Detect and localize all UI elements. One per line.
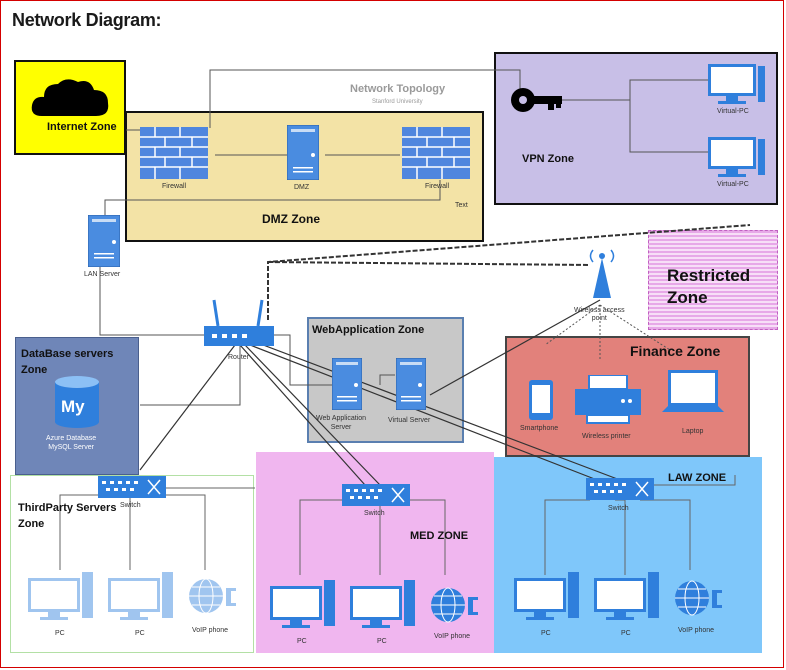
med-pc2-label: PC: [377, 638, 387, 645]
database-label-line1: DataBase servers: [21, 348, 114, 360]
monitor-icon: [708, 137, 765, 177]
key-icon: [511, 88, 562, 112]
pc-icon: [108, 572, 173, 620]
internet-zone-label: Internet Zone: [47, 121, 117, 133]
vpn-pc1-label: Virtual-PC: [717, 108, 749, 115]
pc-icon: [514, 572, 579, 620]
switch-icon: [342, 484, 410, 506]
med-voip-label: VoIP phone: [434, 633, 471, 640]
med-switch-label: Switch: [364, 510, 385, 517]
webapp-zone-label: WebApplication Zone: [312, 324, 425, 336]
restricted-label-line1: Restricted: [667, 266, 751, 285]
dmz-server-label: DMZ: [294, 184, 310, 191]
monitor-icon: [708, 64, 765, 104]
db-label-line2: MySQL Server: [48, 444, 94, 451]
finance-zone-label: Finance Zone: [630, 343, 721, 359]
tp-switch-label: Switch: [120, 502, 141, 509]
med-zone-label: MED ZONE: [410, 530, 469, 542]
webapp-server-line2: Server: [330, 424, 352, 431]
firewall-icon: [140, 127, 208, 179]
wap-label: Wireless access point: [574, 307, 625, 323]
law-switch-label: Switch: [608, 505, 629, 512]
antenna-icon: [589, 249, 615, 298]
laptop-label: Laptop: [682, 428, 704, 435]
cloud-icon: [31, 79, 109, 116]
dmz-zone-label: DMZ Zone: [262, 212, 320, 226]
switch-icon: [586, 478, 654, 500]
smartphone-icon: [529, 380, 553, 420]
page-title: Network Diagram:: [12, 10, 162, 30]
db-label-line1: Azure Database: [46, 435, 97, 442]
server-icon: [396, 358, 426, 410]
med-pc1-label: PC: [297, 638, 307, 645]
law-zone-label: LAW ZONE: [668, 472, 727, 484]
db-label: Azure Database MySQL Server: [46, 434, 96, 452]
server-icon: [332, 358, 362, 410]
mysql-logo: My: [61, 397, 85, 416]
wap-label-line1: Wireless access: [574, 307, 625, 314]
webapp-server-line1: Web Application: [316, 415, 367, 422]
globe-icon: [431, 587, 478, 623]
law-pc1-label: PC: [541, 630, 551, 637]
pc-icon: [28, 572, 93, 620]
database-icon: [55, 376, 99, 428]
restricted-zone: [648, 230, 778, 330]
law-voip-label: VoIP phone: [678, 627, 715, 634]
firewall-right-label: Firewall: [425, 183, 450, 190]
switch-icon: [98, 476, 166, 498]
tp-voip-label: VoIP phone: [192, 627, 229, 634]
thirdparty-label-line1: ThirdParty Servers: [18, 502, 117, 514]
router-icon: [204, 299, 274, 346]
database-label-line2: Zone: [21, 364, 48, 376]
restricted-zone-label: Restricted Zone: [667, 265, 750, 309]
vpn-zone-label: VPN Zone: [522, 153, 574, 165]
server-icon: [287, 125, 319, 180]
topology-subtitle: Stanford University: [372, 99, 423, 105]
topology-title: Network Topology: [350, 83, 446, 95]
thirdparty-label-line2: Zone: [18, 518, 45, 530]
router-label: Router: [228, 354, 250, 361]
globe-icon: [675, 580, 722, 616]
printer-label: Wireless printer: [582, 433, 631, 440]
printer-icon: [575, 375, 641, 424]
laptop-icon: [662, 370, 724, 412]
wap-label-line2: point: [591, 315, 607, 322]
firewall-icon: [402, 127, 470, 179]
firewall-left-label: Firewall: [162, 183, 187, 190]
thirdparty-zone-label: ThirdParty Servers Zone: [18, 500, 116, 532]
globe-icon: [189, 578, 236, 614]
law-pc2-label: PC: [621, 630, 631, 637]
pc-icon: [270, 580, 335, 628]
webapp-server-label: Web Application Server: [316, 414, 366, 432]
server-icon: [88, 215, 120, 267]
text-label: Text: [455, 202, 468, 209]
tp-pc2-label: PC: [135, 630, 145, 637]
smartphone-label: Smartphone: [520, 425, 559, 432]
pc-icon: [594, 572, 659, 620]
tp-pc1-label: PC: [55, 630, 65, 637]
pc-icon: [350, 580, 415, 628]
lan-server-label: LAN Server: [84, 271, 121, 278]
vpn-pc2-label: Virtual-PC: [717, 181, 749, 188]
thirdparty-zone: [10, 475, 254, 653]
database-zone-label: DataBase servers Zone: [21, 346, 113, 378]
restricted-label-line2: Zone: [667, 288, 708, 307]
virtual-server-label: Virtual Server: [388, 417, 431, 424]
